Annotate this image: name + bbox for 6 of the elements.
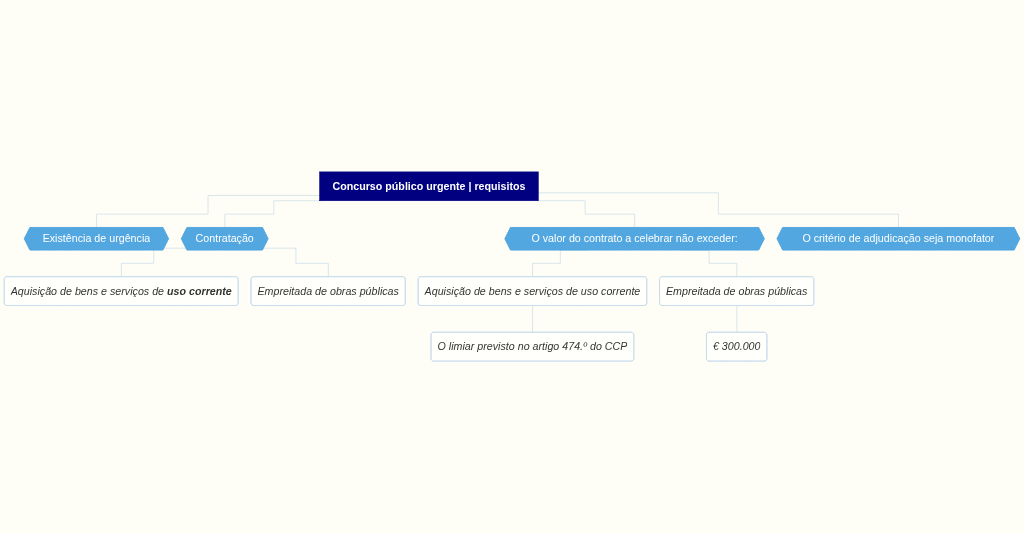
connector — [96, 195, 320, 228]
connector — [538, 192, 899, 228]
connector — [121, 247, 187, 278]
connector — [263, 247, 329, 278]
connector — [532, 305, 533, 333]
node-box: Concurso público urgente | requisitos — [319, 171, 539, 201]
